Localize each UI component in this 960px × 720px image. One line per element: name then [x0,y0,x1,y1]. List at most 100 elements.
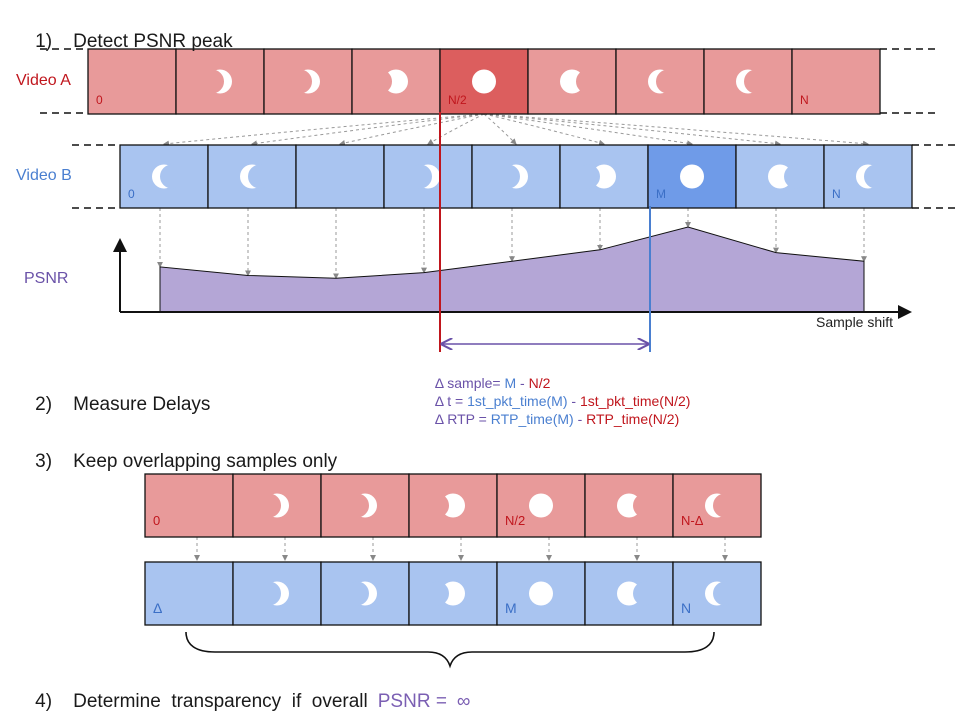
video-a-frame [351,48,441,115]
overlap-b-frame: Δ [144,561,234,626]
overlap-a-frame [584,473,674,538]
moon-shadow-icon [345,493,369,518]
fan-arrow [483,113,517,145]
overlap-b-frame-label: Δ [153,600,162,616]
moon-shadow-icon [200,69,224,94]
video-a-frame-box [791,48,881,115]
delta-t-n2: 1st_pkt_time(N/2) [579,393,691,409]
overlap-brace [185,631,715,669]
delta-rtp-n2: RTP_time(N/2) [586,411,680,427]
moon-icon [680,164,704,189]
video-a-frame-label: N [800,93,809,107]
video-a-frame [703,48,793,115]
delta-t-minus: - [567,393,580,409]
fan-arrow [483,113,605,146]
overlap-a-frame [320,473,410,538]
delta-rtp-minus: - [573,411,587,427]
connector-layer [40,48,960,561]
moon-shadow-icon [288,69,312,94]
overlap-b-frame: N [672,561,762,626]
moon-shadow-icon [744,69,768,94]
moon-icon [529,493,553,518]
video-a-frame [175,48,265,115]
video-a-frame-box [87,48,177,115]
infinity-symbol: ∞ [456,691,471,712]
step-4-psnr-label: PSNR = [377,691,447,712]
delta-sample-formula: Δ sample= M - N/2 [420,356,551,410]
psnr-plot [113,226,912,319]
step-2-text: Measure Delays [73,394,211,415]
video-b-frame [559,144,649,209]
video-a-label: Video A [16,72,71,89]
y-axis-arrow-icon [113,238,127,252]
video-b-frame-box [295,144,385,209]
moon-shadow-icon [576,164,600,189]
overlap-b-frame-label: N [681,600,691,616]
step-1-text: Detect PSNR peak [73,31,233,52]
overlap-a-frame-label: N/2 [505,513,525,528]
video-b-frame-label: M [656,187,666,201]
moon-shadow-icon [713,581,737,606]
step-2-heading: 2)Measure Delays [14,372,210,438]
video-b-frame-label: N [832,187,841,201]
delta-rtp-m: RTP_time(M) [490,411,574,427]
fan-arrow [483,113,781,147]
overlap-b-frame-label: M [505,600,517,616]
step-3-text: Keep overlapping samples only [73,451,338,472]
moon-shadow-icon [864,164,888,189]
x-axis-arrow-icon [898,305,912,319]
fan-arrow [483,113,869,147]
delta-t-m: 1st_pkt_time(M) [467,393,568,409]
video-a-frame-label: 0 [96,93,103,107]
video-b-frame-label: 0 [128,187,135,201]
video-b-frame [735,144,825,209]
moon-shadow-icon [248,164,272,189]
moon-shadow-icon [257,581,281,606]
overlap-a-frame: N/2 [496,473,586,538]
overlap-a-frame-label: 0 [153,513,160,528]
overlap-b-frame [408,561,498,626]
video-b-label: Video B [16,167,72,184]
psnr-label: PSNR [24,270,69,287]
video-b-frame: M [647,144,737,209]
step-3-number: 3) [35,451,53,472]
moon-shadow-icon [425,493,449,518]
video-a-frame: N [791,48,881,115]
video-b-frame: N [823,144,913,209]
moon-shadow-icon [368,69,392,94]
overlap-a-frame-box [144,473,234,538]
video-b-frame-box [823,144,913,209]
moon-shadow-icon [633,493,657,518]
delta-sample-minus: - [516,375,529,391]
video-b-frame-box [647,144,737,209]
video-b-frame: 0 [119,144,209,209]
video-a-frame [527,48,617,115]
moon-shadow-icon [656,69,680,94]
step-4-number: 4) [35,691,53,712]
overlap-a-frame [408,473,498,538]
video-a-frame [615,48,705,115]
overlap-a-frame-box [232,473,322,538]
sample-shift-label: Sample shift [816,314,894,330]
video-a-frame: 0 [87,48,177,115]
moon-shadow-icon [408,164,432,189]
overlap-b-frame: M [496,561,586,626]
moon-shadow-icon [633,581,657,606]
fan-arrow [427,113,485,145]
overlap-b-frame [320,561,410,626]
delta-sample-n2: N/2 [528,375,551,391]
video-a-frame [263,48,353,115]
fan-arrow [339,113,485,146]
fan-arrow [251,113,485,147]
video-a-frame-box [615,48,705,115]
overlap-a-frame: N-Δ [672,473,762,538]
video-b-frame [207,144,297,209]
step-1-number: 1) [35,31,53,52]
psnr-area [159,226,865,313]
overlap-a-frame-label: N-Δ [681,513,704,528]
video-b-frame [383,144,473,209]
moon-shadow-icon [496,164,520,189]
moon-shadow-icon [257,493,281,518]
